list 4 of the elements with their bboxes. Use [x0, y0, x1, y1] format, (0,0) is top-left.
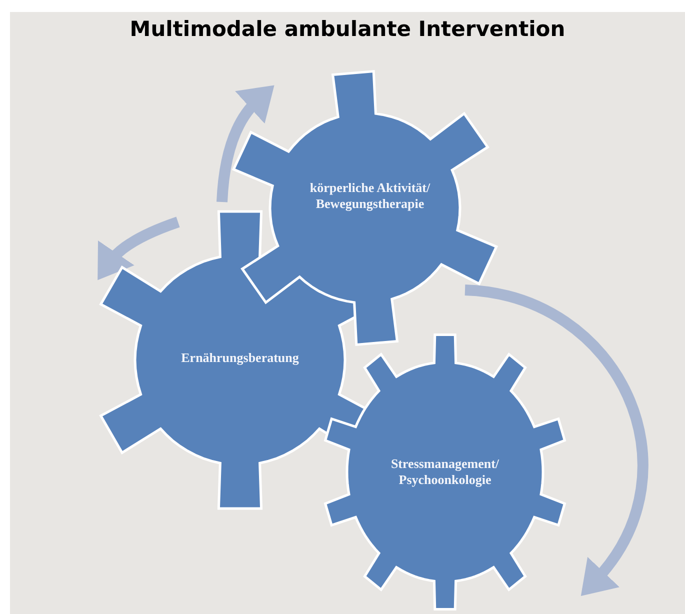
gear-label: Ernährungsberatung — [180, 350, 300, 366]
gear-label: Stressmanagement/ Psychoonkologie — [390, 456, 500, 488]
title: Multimodale ambulante Intervention — [128, 16, 566, 43]
gear-label: körperliche Aktivität/ Bewegungstherapie — [308, 180, 432, 212]
